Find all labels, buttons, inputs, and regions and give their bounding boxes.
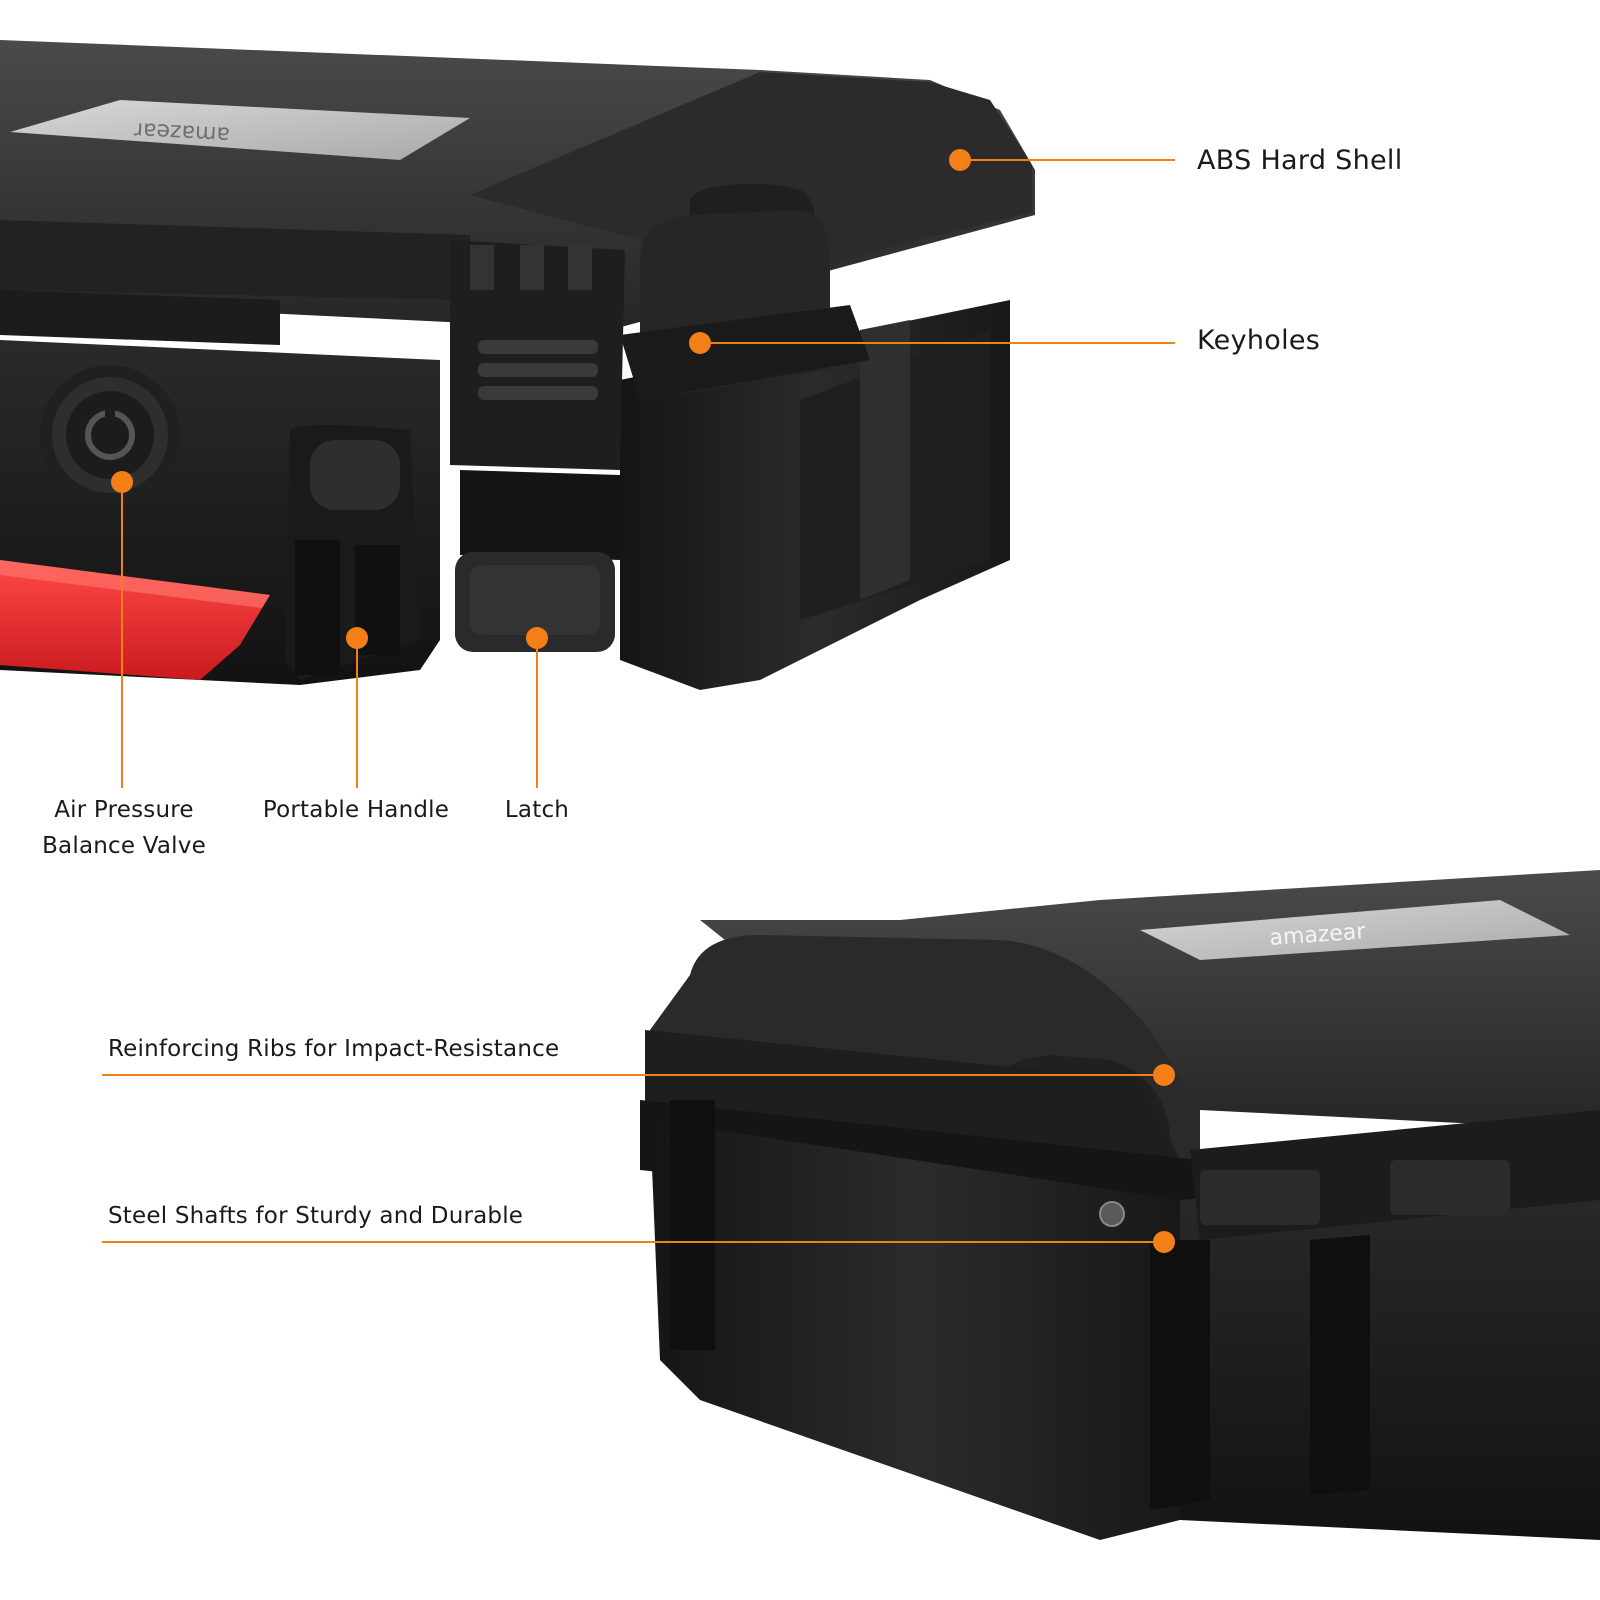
callout-dot-latch: [526, 627, 548, 649]
bottom-case-body-front: [650, 1120, 1180, 1540]
top-case-logo-text: amazear: [132, 117, 230, 147]
label-air-pressure-valve-line-1: Air Pressure: [54, 797, 194, 823]
callout-dot-steel-shafts: [1153, 1231, 1175, 1253]
label-portable-handle: Portable Handle: [262, 797, 450, 823]
callout-dot-air-valve: [111, 471, 133, 493]
label-air-pressure-valve-line-2: Balance Valve: [42, 833, 206, 859]
callout-dot-keyholes: [689, 332, 711, 354]
top-case-illustration: amazear: [0, 40, 1035, 690]
callout-dot-abs-hard-shell: [949, 149, 971, 171]
bottom-case-nameplate: [1140, 900, 1570, 960]
bottom-case-steel-shaft: [1099, 1201, 1125, 1227]
callout-lines: [102, 159, 1175, 1243]
label-reinforcing-ribs: Reinforcing Ribs for Impact-Resistance: [108, 1036, 560, 1062]
bottom-case-illustration: amazear: [640, 870, 1600, 1540]
label-abs-hard-shell: ABS Hard Shell: [1197, 145, 1403, 176]
bottom-case-body-side: [1180, 1170, 1600, 1540]
label-air-pressure-valve: Air Pressure Balance Valve: [42, 792, 206, 864]
callout-dot-reinforcing-ribs: [1153, 1064, 1175, 1086]
callout-dot-portable-handle: [346, 627, 368, 649]
label-steel-shafts: Steel Shafts for Sturdy and Durable: [108, 1203, 524, 1229]
label-latch: Latch: [504, 797, 570, 823]
callout-dots: [111, 149, 1175, 1253]
label-keyholes: Keyholes: [1197, 325, 1321, 356]
top-case-latch: [450, 240, 625, 470]
top-case-air-valve: [40, 365, 180, 505]
top-case-nameplate: [10, 100, 470, 160]
